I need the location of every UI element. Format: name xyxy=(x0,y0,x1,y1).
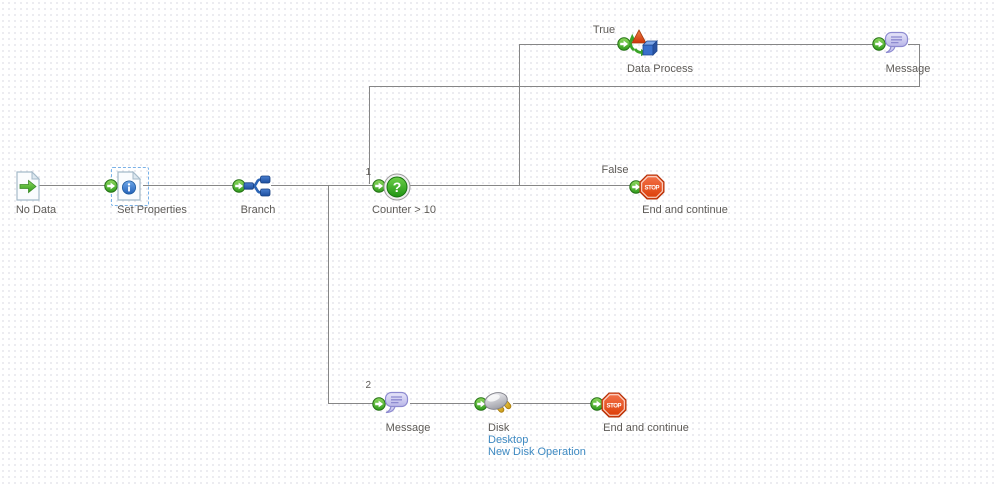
edge-branch2-horizontal xyxy=(328,403,374,404)
message-top-label: Message xyxy=(885,63,931,75)
edge-branch2-vertical xyxy=(328,186,329,404)
edge-loop-return-horizontal xyxy=(369,86,920,87)
disk-link-new-disk-operation[interactable]: New Disk Operation xyxy=(488,446,586,458)
true-edge-label: True xyxy=(592,24,616,36)
edge-setproperties-branch xyxy=(143,185,233,186)
end-top-node-icon[interactable]: STOP xyxy=(639,174,665,200)
disk-link-desktop[interactable]: Desktop xyxy=(488,434,529,446)
branch-label: Branch xyxy=(240,204,276,216)
end-bottom-node-icon[interactable]: STOP xyxy=(601,392,627,418)
set-properties-node-icon[interactable] xyxy=(116,170,142,201)
message-top-input-icon[interactable] xyxy=(872,37,886,51)
set-properties-label: Set Properties xyxy=(117,204,187,216)
no-data-label: No Data xyxy=(15,204,57,216)
edge-true-vertical xyxy=(519,44,520,186)
set-properties-input-icon[interactable] xyxy=(104,179,118,193)
edge-message2-disk xyxy=(410,403,474,404)
branch-output-1-label: 1 xyxy=(365,167,371,178)
end-bottom-label: End and continue xyxy=(603,422,689,434)
edge-dataprocess-message xyxy=(656,44,873,45)
edge-branch-counter xyxy=(271,185,373,186)
branch-output-2-label: 2 xyxy=(365,380,371,391)
message-bottom-input-icon[interactable] xyxy=(372,397,386,411)
counter-label: Counter > 10 xyxy=(372,204,436,216)
edge-disk-endbottom xyxy=(513,403,591,404)
branch-node-icon[interactable] xyxy=(243,174,271,198)
stop-text: STOP xyxy=(607,403,622,409)
edge-loop-return-vertical xyxy=(369,86,370,184)
message-bottom-node-icon[interactable] xyxy=(383,391,411,415)
data-process-node-icon[interactable] xyxy=(628,29,658,59)
data-process-label: Data Process xyxy=(626,63,694,75)
edge-messagetop-out xyxy=(908,44,920,45)
no-data-node-icon[interactable] xyxy=(15,170,41,201)
disk-node-icon[interactable] xyxy=(483,391,515,417)
end-top-label: End and continue xyxy=(642,204,728,216)
message-bottom-label: Message xyxy=(385,422,431,434)
stop-text: STOP xyxy=(645,185,660,191)
false-edge-label: False xyxy=(601,164,629,176)
svg-text:?: ? xyxy=(393,179,402,195)
message-top-node-icon[interactable] xyxy=(883,31,911,55)
counter-node-icon[interactable]: ? xyxy=(383,173,411,201)
edge-nodata-setproperties xyxy=(36,185,106,186)
edge-messagetop-down xyxy=(919,44,920,87)
disk-label: Disk xyxy=(488,422,510,434)
edge-true-horizontal xyxy=(519,44,619,45)
